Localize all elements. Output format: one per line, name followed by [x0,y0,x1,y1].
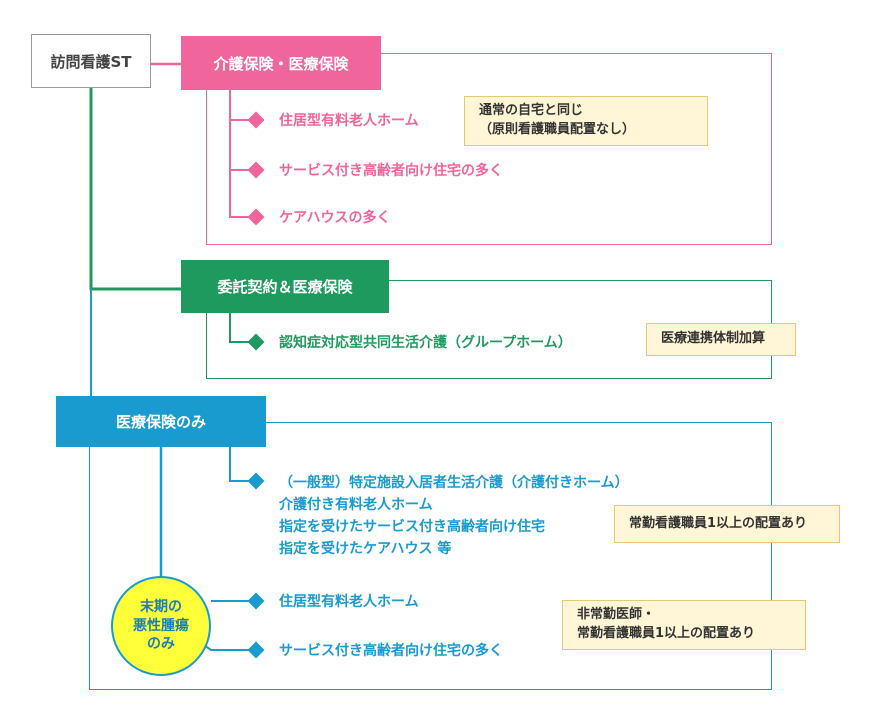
section1-frame [206,53,772,245]
note-line: 常勤看護職員1以上の配置あり [577,625,756,641]
note-line: （原則看護職員配置なし） [479,121,636,137]
note-line: 通常の自宅と同じ [479,103,584,118]
root-node: 訪問看護ST [31,34,151,88]
badge-line: のみ [147,636,175,653]
note-line: 常勤看護職員1以上の配置あり [629,516,808,531]
section1-note: 通常の自宅と同じ （原則看護職員配置なし） [464,96,708,146]
section2-note: 医療連携体制加算 [646,323,796,356]
terminal-cancer-badge: 末期の 悪性腫瘍 のみ [111,576,211,676]
section3-item-group: （一般型）特定施設入居者生活介護（介護付きホーム） 介護付き有料老人ホーム 指定… [279,472,629,560]
group-line: 指定を受けたサービス付き高齢者向け住宅 [279,519,545,535]
section2-header: 委託契約＆医療保険 [181,260,389,313]
badge-line: 末期の [140,598,182,615]
section1-item: 住居型有料老人ホーム [279,113,419,129]
group-line: （一般型）特定施設入居者生活介護（介護付きホーム） [279,475,629,491]
section3-note1: 常勤看護職員1以上の配置あり [614,505,840,543]
section3-item: サービス付き高齢者向け住宅の多く [279,643,503,659]
note-line: 非常勤医師・ [577,607,656,622]
badge-line: 悪性腫瘍 [133,617,189,634]
section1-header: 介護保険・医療保険 [181,36,381,90]
note-line: 医療連携体制加算 [661,331,766,346]
section1-item: サービス付き高齢者向け住宅の多く [279,163,503,179]
section3-note2: 非常勤医師・ 常勤看護職員1以上の配置あり [562,600,806,650]
group-line: 指定を受けたケアハウス 等 [279,541,452,557]
section3-header: 医療保険のみ [56,396,266,447]
section1-item: ケアハウスの多く [279,210,391,226]
section3-frame [89,422,772,690]
section2-item: 認知症対応型共同生活介護（グループホーム） [279,335,572,351]
group-line: 介護付き有料老人ホーム [279,497,433,513]
section3-item: 住居型有料老人ホーム [279,594,419,610]
